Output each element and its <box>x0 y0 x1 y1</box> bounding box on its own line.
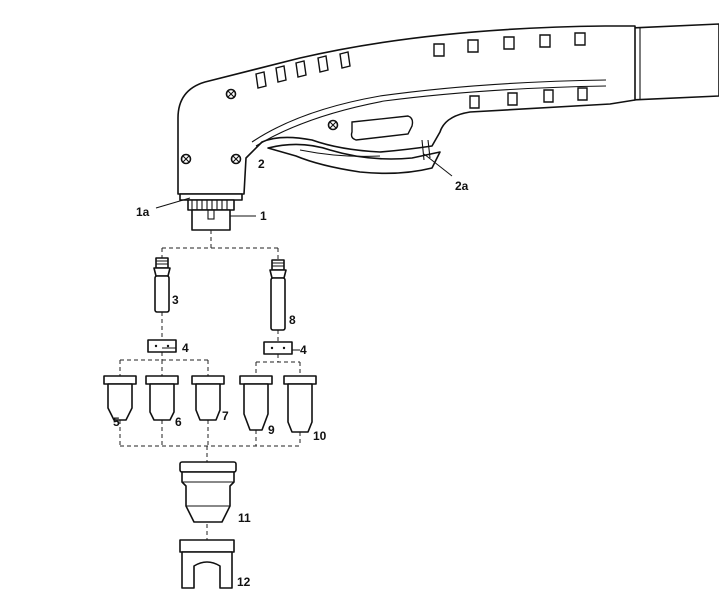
tip-5 <box>103 375 137 421</box>
callout-1: 1 <box>260 209 267 223</box>
gas-distributor-b <box>263 341 293 355</box>
tip-6 <box>145 375 179 421</box>
callout-7: 7 <box>222 409 229 423</box>
callout-12: 12 <box>237 575 251 589</box>
trigger-window <box>350 115 414 141</box>
tip-10 <box>283 375 317 433</box>
callout-4-right: 4 <box>300 343 307 357</box>
tip-7 <box>191 375 225 421</box>
electrode-3 <box>153 257 171 313</box>
callout-11: 11 <box>238 511 251 525</box>
handle-screws <box>180 88 339 165</box>
gas-distributor-a <box>147 339 177 353</box>
grip-ridges <box>255 32 588 109</box>
callout-10: 10 <box>313 429 327 443</box>
tip-9 <box>239 375 273 431</box>
handle-groove-lower <box>255 85 607 147</box>
torch-handle <box>177 23 719 231</box>
shield-cup-12 <box>179 539 235 589</box>
callout-2a: 2a <box>455 179 469 193</box>
swirl-ring-notch <box>207 209 215 220</box>
thread-lines <box>191 200 228 210</box>
callout-8: 8 <box>289 313 296 327</box>
electrode-8 <box>269 259 287 331</box>
callout-3: 3 <box>172 293 179 307</box>
callout-9: 9 <box>268 423 275 437</box>
trigger-safety-edge <box>299 149 381 157</box>
callout-2: 2 <box>258 157 265 171</box>
nozzle-11 <box>179 461 237 523</box>
callout-1a: 1a <box>136 205 150 219</box>
leader-lines <box>155 153 453 351</box>
connection-lines <box>119 230 301 540</box>
safety-latch <box>421 139 431 161</box>
head-base <box>179 193 243 201</box>
handle-body <box>177 25 636 195</box>
swirl-ring-1 <box>191 209 231 231</box>
callout-6: 6 <box>175 415 182 429</box>
handle-groove-upper <box>251 79 607 143</box>
torch-cable <box>631 23 719 101</box>
callout-5: 5 <box>113 415 120 429</box>
callout-4-left: 4 <box>182 341 189 355</box>
